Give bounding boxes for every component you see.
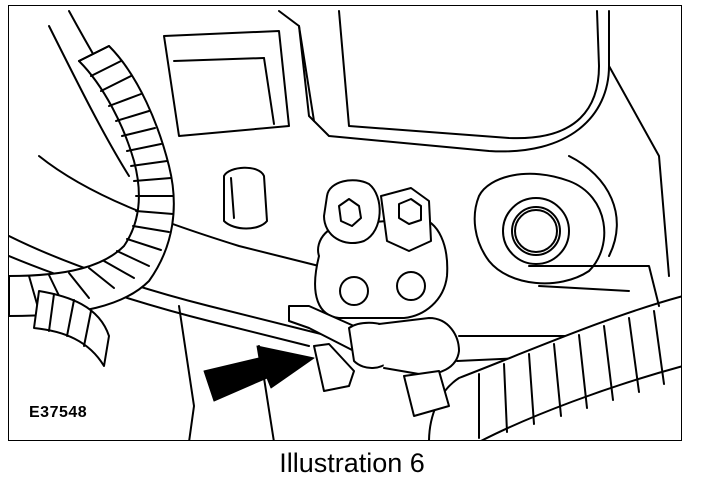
pointer-arrow	[203, 345, 315, 402]
upper-housing	[163, 10, 670, 277]
line-drawing	[9, 10, 681, 440]
sensor-connector	[313, 317, 570, 392]
mounting-boss	[473, 172, 606, 285]
wiring-loom-bottom-left	[33, 290, 110, 367]
wiring-loom-right	[428, 295, 681, 440]
wiring-loom-left	[9, 45, 175, 317]
illustration-caption: Illustration 6	[279, 448, 425, 478]
lower-bracket	[403, 265, 660, 417]
illustration-frame: E37548	[8, 5, 682, 441]
left-boss	[223, 166, 268, 230]
sensor-bracket	[288, 179, 449, 352]
reference-code: E37548	[29, 404, 88, 421]
